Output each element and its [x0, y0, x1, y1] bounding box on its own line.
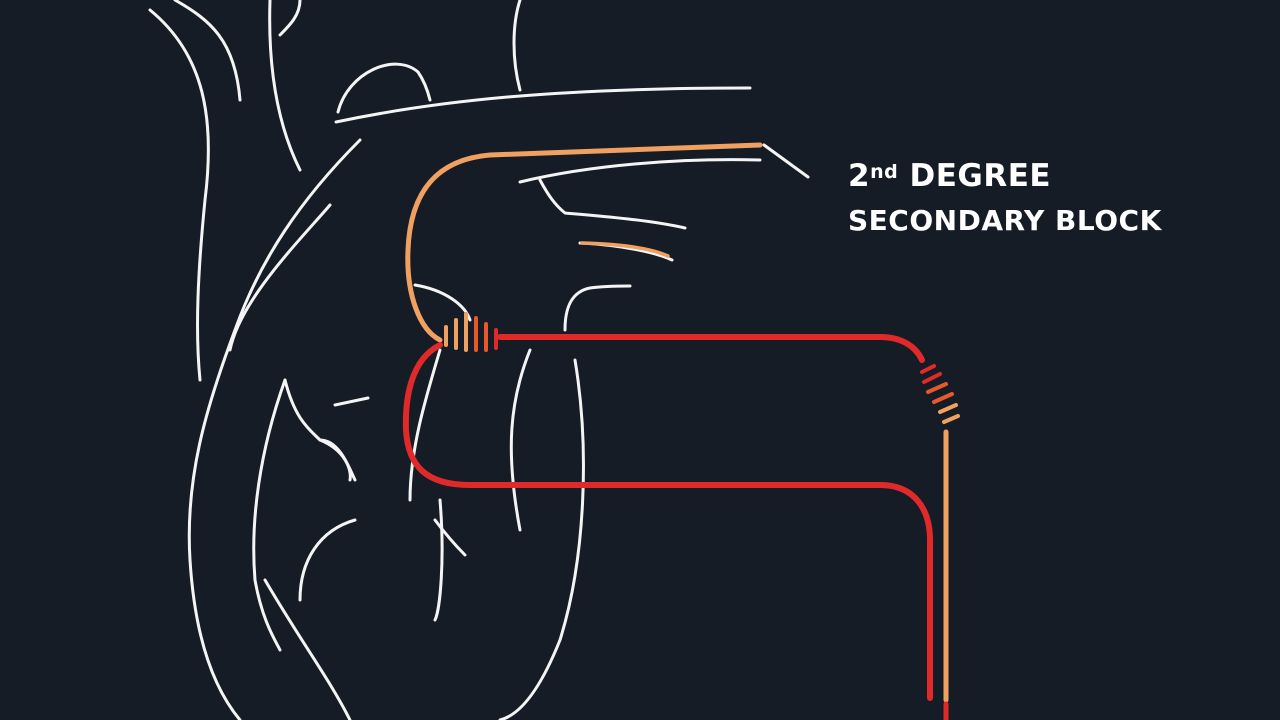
- degree-number: 2: [848, 158, 871, 194]
- atrium-wall: [228, 203, 332, 352]
- red-pathway-upper: [497, 334, 925, 363]
- red-pathway: [402, 334, 933, 701]
- ventricle-lower: [263, 578, 352, 720]
- label-leader-line: [762, 143, 810, 179]
- degree-ordinal-suffix: nd: [870, 161, 899, 183]
- septum-upper: [413, 283, 472, 322]
- red-pathway-lower: [402, 342, 933, 701]
- degree-word: DEGREE: [909, 158, 1052, 194]
- aorta-trunk-right: [278, 0, 302, 37]
- papillary-a: [333, 396, 370, 407]
- heart-outline: [148, 0, 810, 720]
- block-type-label: SECONDARY BLOCK: [848, 204, 1162, 237]
- av-node-block-marks: [444, 312, 498, 352]
- orange-pathway-upper: [405, 142, 763, 343]
- interior-curve-a: [509, 348, 532, 532]
- septum-line: [408, 348, 442, 502]
- ventricle-right-wall: [498, 358, 585, 720]
- heart-left-border: [187, 138, 362, 720]
- ventricle-bottom: [298, 518, 357, 602]
- aortic-arch-top: [334, 86, 752, 124]
- interior-curve-c: [433, 518, 467, 557]
- ventricle-inner: [252, 378, 287, 652]
- pulmonary-bulb: [336, 62, 432, 114]
- vessel-line-2: [538, 178, 687, 230]
- aorta-inner: [173, 0, 242, 102]
- orange-pathway-minor: [580, 241, 670, 258]
- papillary-b: [318, 438, 352, 482]
- ventricle-fold: [283, 378, 357, 482]
- vessel-line-4: [563, 284, 632, 332]
- aorta-top-right: [512, 0, 522, 92]
- aorta-outer-left: [148, 8, 210, 382]
- aorta-trunk-left: [268, 0, 302, 172]
- orange-pathway: [405, 142, 949, 703]
- vessel-line-1: [518, 158, 762, 184]
- degree-label: 2nd DEGREE: [848, 156, 1051, 196]
- interior-curve-b: [433, 498, 444, 622]
- bundle-branch-block-marks: [920, 364, 960, 424]
